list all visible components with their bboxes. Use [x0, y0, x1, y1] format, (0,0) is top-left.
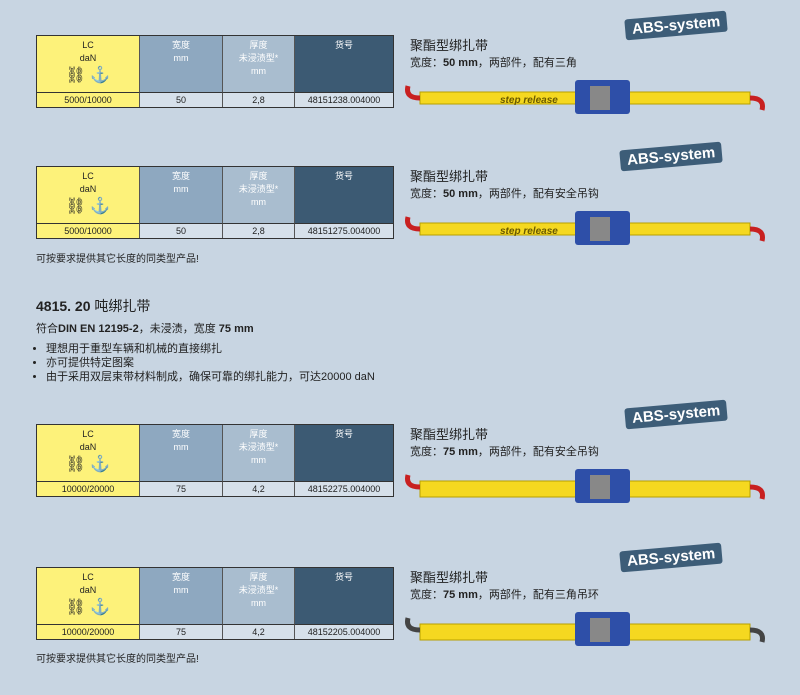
- product-title: 聚酯型绑扎带: [410, 427, 489, 442]
- thickness-header: 厚度未浸渍型*mm: [223, 36, 295, 93]
- width-value: 50: [140, 93, 223, 107]
- standard: DIN EN 12195-2: [58, 323, 139, 335]
- ratchet-strap-image: step release: [405, 211, 765, 245]
- product-title: 聚酯型绑扎带: [410, 169, 489, 184]
- product-subtitle: 宽度：50 mm，两部件，配有安全吊钩: [410, 188, 599, 200]
- product-title: 聚酯型绑扎带: [410, 570, 489, 585]
- thickness-header: 厚度未浸渍型*mm: [223, 568, 295, 625]
- lc-value: 5000/10000: [37, 224, 140, 238]
- bullet: 由于采用双层束带材料制成，确保可靠的绑扎能力，可达20000 daN: [46, 370, 375, 384]
- lashing-icon: ⛓ ⚓: [65, 599, 111, 616]
- section-number: 4815. 20: [36, 298, 91, 314]
- width-value: 75: [140, 625, 223, 639]
- ratchet-strap-image: step release: [405, 80, 765, 114]
- width-value: 75 mm: [218, 323, 254, 335]
- ratchet-strap-image: [405, 469, 765, 503]
- product-subtitle: 宽度：50 mm，两部件，配有三角: [410, 57, 577, 69]
- section-title: 吨绑扎带: [90, 298, 151, 314]
- article-number: 48151238.004000: [295, 93, 393, 107]
- abs-system-badge: ABS-system: [619, 542, 724, 573]
- sub-text: 符合: [36, 323, 58, 335]
- strap-print: step release: [500, 226, 558, 237]
- width-value: 75: [140, 482, 223, 496]
- product-title: 聚酯型绑扎带: [410, 38, 489, 53]
- thickness-value: 4,2: [223, 482, 295, 496]
- bullet: 理想用于重型车辆和机械的直接绑扎: [46, 342, 375, 356]
- abs-system-badge: ABS-system: [624, 10, 729, 41]
- thickness-header: 厚度未浸渍型*mm: [223, 167, 295, 224]
- abs-system-badge: ABS-system: [624, 399, 729, 430]
- article-number: 48152275.004000: [295, 482, 393, 496]
- ratchet-strap-image: [405, 612, 765, 646]
- lc-value: 10000/20000: [37, 625, 140, 639]
- strap-print: step release: [500, 95, 558, 106]
- lashing-icon: ⛓ ⚓: [65, 198, 111, 215]
- lc-value: 5000/10000: [37, 93, 140, 107]
- product-subtitle: 宽度：75 mm，两部件，配有安全吊钩: [410, 446, 599, 458]
- abs-system-badge: ABS-system: [619, 141, 724, 172]
- product-subtitle: 宽度：75 mm，两部件，配有三角吊环: [410, 589, 599, 601]
- bullet: 亦可提供特定图案: [46, 356, 375, 370]
- thickness-header: 厚度未浸渍型*mm: [223, 425, 295, 482]
- width-value: 50: [140, 224, 223, 238]
- article-header: 货号: [295, 36, 393, 93]
- article-number: 48152205.004000: [295, 625, 393, 639]
- sub-text: ，未浸渍，宽度: [138, 323, 219, 335]
- lc-value: 10000/20000: [37, 482, 140, 496]
- article-header: 货号: [295, 167, 393, 224]
- thickness-value: 2,8: [223, 93, 295, 107]
- thickness-value: 2,8: [223, 224, 295, 238]
- article-header: 货号: [295, 568, 393, 625]
- thickness-value: 4,2: [223, 625, 295, 639]
- article-header: 货号: [295, 425, 393, 482]
- availability-note: 可按要求提供其它长度的同类型产品!: [36, 654, 199, 665]
- article-number: 48151275.004000: [295, 224, 393, 238]
- lashing-icon: ⛓ ⚓: [65, 67, 111, 84]
- lashing-icon: ⛓ ⚓: [65, 456, 111, 473]
- section-4815-20: 4815. 20 吨绑扎带 符合DIN EN 12195-2，未浸渍，宽度 75…: [36, 296, 375, 384]
- availability-note: 可按要求提供其它长度的同类型产品!: [36, 254, 199, 265]
